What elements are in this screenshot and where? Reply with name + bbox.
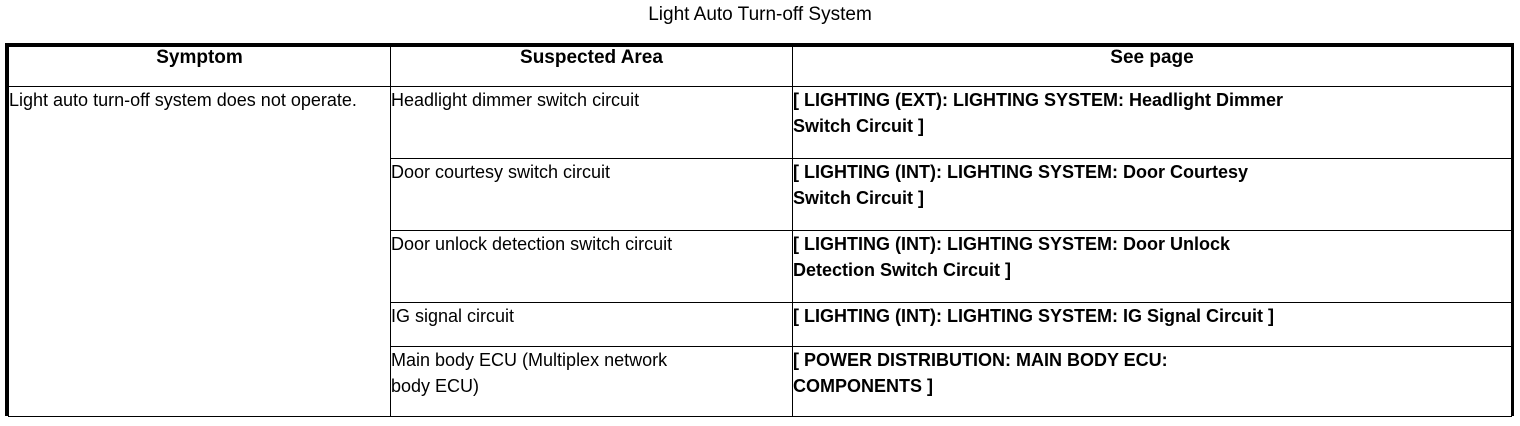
table-row: IG signal circuit [ LIGHTING (INT): LIGH…: [9, 302, 1512, 347]
see-page-line: COMPONENTS ]: [793, 376, 934, 396]
troubleshooting-table-container: Symptom Suspected Area See page Light au…: [5, 43, 1514, 417]
suspected-area-line: Main body ECU (Multiplex network: [391, 350, 668, 370]
see-page-line: Detection Switch Circuit ]: [793, 260, 1012, 280]
page-title: Light Auto Turn-off System: [648, 4, 872, 25]
table-row: Door courtesy switch circuit [ LIGHTING …: [9, 158, 1512, 231]
suspected-area-cell: Door courtesy switch circuit: [390, 158, 793, 231]
see-page-line: [ POWER DISTRIBUTION: MAIN BODY ECU:: [793, 350, 1168, 370]
see-page-cell: [ POWER DISTRIBUTION: MAIN BODY ECU: COM…: [792, 346, 1512, 417]
column-header-suspected-area: Suspected Area: [390, 46, 793, 87]
suspected-area-cell: Headlight dimmer switch circuit: [390, 86, 793, 159]
see-page-line: [ LIGHTING (INT): LIGHTING SYSTEM: IG Si…: [793, 306, 1274, 326]
see-page-line: [ LIGHTING (EXT): LIGHTING SYSTEM: Headl…: [793, 90, 1284, 110]
see-page-cell: [ LIGHTING (INT): LIGHTING SYSTEM: Door …: [792, 158, 1512, 231]
column-header-see-page: See page: [792, 46, 1512, 87]
see-page-cell: [ LIGHTING (INT): LIGHTING SYSTEM: IG Si…: [792, 302, 1512, 347]
troubleshooting-table: Symptom Suspected Area See page Light au…: [8, 46, 1512, 417]
see-page-cell: [ LIGHTING (EXT): LIGHTING SYSTEM: Headl…: [792, 86, 1512, 159]
table-row: Main body ECU (Multiplex network body EC…: [9, 346, 1512, 417]
suspected-area-cell: IG signal circuit: [390, 302, 793, 347]
table-header-row: Symptom Suspected Area See page: [8, 46, 1512, 87]
suspected-area-cell: Door unlock detection switch circuit: [390, 230, 793, 303]
see-page-line: Switch Circuit ]: [793, 188, 925, 208]
table-header: Symptom Suspected Area See page: [8, 46, 1512, 87]
column-header-symptom: Symptom: [8, 46, 391, 87]
see-page-line: [ LIGHTING (INT): LIGHTING SYSTEM: Door …: [793, 234, 1230, 254]
symptom-cell: Light auto turn-off system does not oper…: [8, 86, 391, 417]
table-row: Door unlock detection switch circuit [ L…: [9, 230, 1512, 303]
table-body: Light auto turn-off system does not oper…: [8, 86, 1512, 417]
see-page-line: [ LIGHTING (INT): LIGHTING SYSTEM: Door …: [793, 162, 1248, 182]
see-page-line: Switch Circuit ]: [793, 116, 925, 136]
suspected-area-cell: Main body ECU (Multiplex network body EC…: [390, 346, 793, 417]
suspected-area-line: body ECU): [391, 376, 480, 396]
table-row: Light auto turn-off system does not oper…: [8, 86, 1512, 417]
see-page-cell: [ LIGHTING (INT): LIGHTING SYSTEM: Door …: [792, 230, 1512, 303]
